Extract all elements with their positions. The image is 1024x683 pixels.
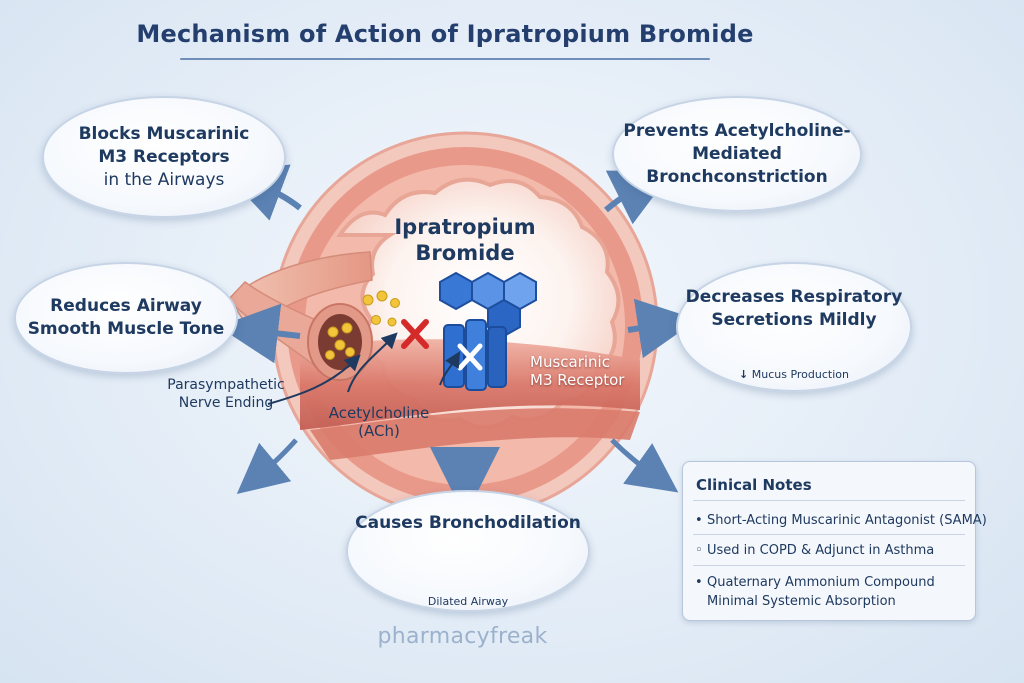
receptor-line2: M3 Receptor <box>530 371 625 389</box>
clinical-notes-title: Clinical Notes <box>696 476 812 494</box>
bubble-prevents-ach: Prevents Acetylcholine- Mediated Bronchc… <box>612 96 862 212</box>
acetylcholine-label: Acetylcholine (ACh) <box>324 404 434 440</box>
receptor-blocked-x-icon <box>457 343 483 371</box>
note-text: Minimal Systemic Absorption <box>707 594 896 609</box>
nerve-ending-label: Parasympathetic Nerve Ending <box>160 376 292 412</box>
ipratropium-line2: Bromide <box>415 241 515 265</box>
m3-receptor <box>443 319 507 391</box>
mucus-production-label: Mucus Production <box>751 368 849 381</box>
bubble-line: in the Airways <box>103 169 225 190</box>
nerve-line2: Nerve Ending <box>178 395 274 411</box>
page-title: Mechanism of Action of Ipratropium Bromi… <box>136 20 754 48</box>
nerve-line1: Parasympathetic <box>167 377 285 393</box>
note-item: •Quaternary Ammonium Compound <box>695 575 935 590</box>
notes-divider <box>693 565 965 566</box>
mucus-down-arrow-icon: ↓ <box>739 368 749 381</box>
ach-vesicles <box>325 290 400 360</box>
bubble-decreases-secretions: Decreases Respiratory Secretions Mildly … <box>676 262 912 392</box>
ipratropium-line1: Ipratropium <box>394 215 536 239</box>
nerve-pointer <box>267 354 361 405</box>
ipratropium-label: Ipratropium Bromide <box>380 214 550 266</box>
receptor-line1: Muscarinic <box>530 353 610 371</box>
bubble-line: Reduces Airway <box>50 296 202 316</box>
note-text: Used in COPD & Adjunct in Asthma <box>707 543 935 558</box>
note-text: Quaternary Ammonium Compound <box>707 575 935 590</box>
bubble-line: Smooth Muscle Tone <box>27 319 225 339</box>
red-x-block-icon <box>401 319 429 349</box>
bubble-line: Blocks Muscarinic <box>78 123 250 144</box>
bubble-line: Mediated <box>692 143 782 164</box>
bubble-line: M3 Receptors <box>98 146 230 167</box>
arrow-right-icon <box>627 298 698 359</box>
brand-watermark: pharmacyfreak <box>377 624 548 649</box>
bubble-causes-bronchodilation: Causes Bronchodilation Dilated Airway <box>346 490 590 612</box>
clinical-notes-panel: Clinical Notes •Short-Acting Muscarinic … <box>682 461 987 621</box>
bubble-line: Decreases Respiratory <box>685 287 903 307</box>
bubble-blocks-m3: Blocks Muscarinic M3 Receptors in the Ai… <box>42 96 286 218</box>
bubble-line: Bronchconstriction <box>646 166 828 187</box>
bubble-line: Secretions Mildly <box>711 310 877 330</box>
note-item: Minimal Systemic Absorption <box>695 593 896 610</box>
arrow-left-icon <box>218 303 301 364</box>
bubble-line: Causes Bronchodilation <box>355 513 581 533</box>
dilated-airway-caption: Dilated Airway <box>427 595 509 608</box>
ach-line2: (ACh) <box>358 422 400 440</box>
title-underline <box>180 58 710 60</box>
mucus-caption: ↓ Mucus Production <box>739 368 849 381</box>
bubble-reduces-tone: Reduces Airway Smooth Muscle Tone <box>14 262 238 374</box>
bubble-line: Prevents Acetylcholine- <box>623 120 851 141</box>
notes-divider <box>693 500 965 501</box>
note-item: •Short-Acting Muscarinic Antagonist (SAM… <box>695 513 987 528</box>
ach-line1: Acetylcholine <box>328 404 430 422</box>
m3-receptor-label: Muscarinic M3 Receptor <box>530 353 624 389</box>
note-text: Short-Acting Muscarinic Antagonist (SAMA… <box>707 513 987 528</box>
notes-divider <box>693 534 965 535</box>
ach-pointer <box>347 332 398 393</box>
note-item: ◦Used in COPD & Adjunct in Asthma <box>695 543 935 558</box>
